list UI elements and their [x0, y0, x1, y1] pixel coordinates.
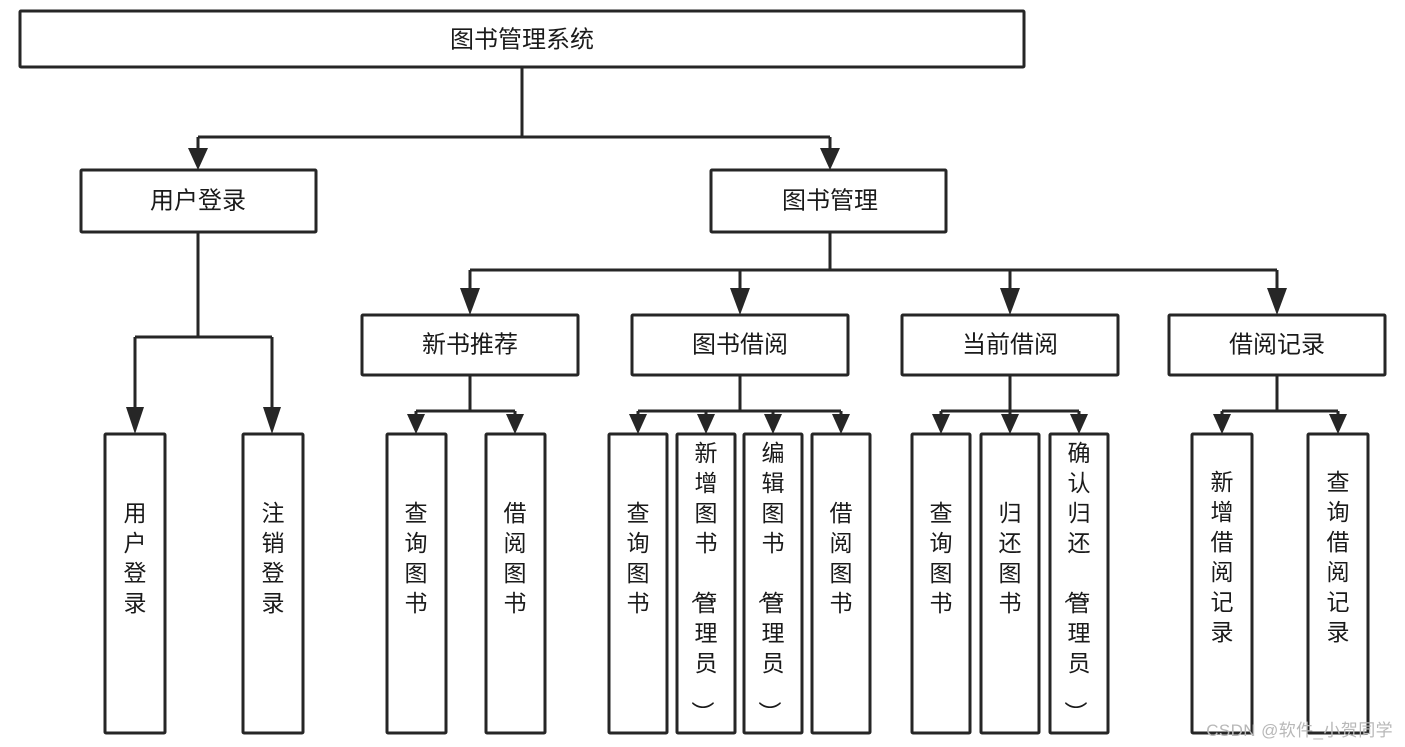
node-leaf-borrow-book-2-box[interactable]	[810, 432, 872, 735]
node-leaf-query-book-1-box[interactable]	[385, 432, 448, 735]
node-new-book-rec[interactable]: 新书推荐	[360, 313, 580, 377]
node-book-borrow-label: 图书借阅	[692, 331, 788, 358]
node-current-borrow-label: 当前借阅	[962, 331, 1058, 358]
node-leaf-edit-book[interactable]: 编辑图书（管理员）	[742, 432, 804, 735]
node-leaf-return-book-box[interactable]	[979, 432, 1041, 735]
node-root[interactable]: 图书管理系统	[18, 9, 1026, 69]
node-leaf-edit-book-label: 编辑图书（管理员）	[757, 440, 785, 724]
arrow-head-leaf-user-login	[126, 407, 144, 434]
node-leaf-add-record-box[interactable]	[1190, 432, 1254, 735]
arrow-head-leaf-query-record	[1329, 414, 1347, 434]
node-leaf-query-record[interactable]: 查询借阅记录	[1306, 432, 1370, 735]
node-user-login[interactable]: 用户登录	[79, 168, 318, 234]
node-new-book-rec-label: 新书推荐	[422, 331, 518, 358]
node-leaf-query-record-box[interactable]	[1306, 432, 1370, 735]
node-leaf-query-book-2-box[interactable]	[607, 432, 669, 735]
node-book-manage-box[interactable]	[709, 168, 948, 234]
node-current-borrow-box[interactable]	[900, 313, 1120, 377]
arrow-head-new-book-rec	[460, 288, 480, 315]
node-book-manage[interactable]: 图书管理	[709, 168, 948, 234]
node-leaf-query-book-3-box[interactable]	[910, 432, 972, 735]
node-leaf-add-book-box[interactable]	[675, 432, 737, 735]
node-leaf-logout-label: 注销登录	[262, 500, 285, 616]
node-leaf-query-book-3-label: 查询图书	[930, 500, 953, 616]
node-leaf-return-book-label: 归还图书	[999, 500, 1022, 616]
node-leaf-query-book-1[interactable]: 查询图书	[385, 432, 448, 735]
arrow-head-leaf-add-book	[697, 414, 715, 434]
node-leaf-borrow-book-2-label: 借阅图书	[830, 500, 853, 616]
arrow-head-book-manage	[820, 148, 840, 170]
node-root-label: 图书管理系统	[450, 26, 594, 53]
node-leaf-borrow-book-1[interactable]: 借阅图书	[484, 432, 547, 735]
node-leaf-borrow-book-1-box[interactable]	[484, 432, 547, 735]
node-leaf-add-record[interactable]: 新增借阅记录	[1190, 432, 1254, 735]
node-leaf-confirm-return-box[interactable]	[1048, 432, 1110, 735]
arrow-head-leaf-borrow-book-1	[506, 414, 524, 434]
arrow-head-leaf-add-record	[1213, 414, 1231, 434]
node-leaf-edit-book-box[interactable]	[742, 432, 804, 735]
arrow-head-current-borrow	[1000, 288, 1020, 315]
arrow-head-leaf-query-book-1	[407, 414, 425, 434]
node-leaf-return-book[interactable]: 归还图书	[979, 432, 1041, 735]
node-new-book-rec-box[interactable]	[360, 313, 580, 377]
node-book-borrow[interactable]: 图书借阅	[630, 313, 850, 377]
node-leaf-user-login[interactable]: 用户登录	[103, 432, 167, 735]
arrow-head-leaf-borrow-book-2	[832, 414, 850, 434]
node-book-borrow-box[interactable]	[630, 313, 850, 377]
node-leaf-query-book-3[interactable]: 查询图书	[910, 432, 972, 735]
node-leaf-borrow-book-1-label: 借阅图书	[504, 500, 527, 616]
arrow-head-leaf-query-book-2	[629, 414, 647, 434]
arrow-head-leaf-query-book-3	[932, 414, 950, 434]
node-leaf-query-book-1-label: 查询图书	[405, 500, 428, 616]
arrow-head-leaf-logout	[263, 407, 281, 434]
node-book-manage-label: 图书管理	[782, 187, 878, 214]
node-borrow-record[interactable]: 借阅记录	[1167, 313, 1387, 377]
arrow-head-leaf-confirm-return	[1070, 414, 1088, 434]
node-leaf-user-login-label: 用户登录	[124, 500, 147, 616]
node-leaf-confirm-return-label: 确认归还（管理员）	[1063, 440, 1091, 724]
node-borrow-record-box[interactable]	[1167, 313, 1387, 377]
node-leaf-user-login-box[interactable]	[103, 432, 167, 735]
arrow-head-leaf-return-book	[1001, 414, 1019, 434]
arrow-head-book-borrow	[730, 288, 750, 315]
node-leaf-add-record-label: 新增借阅记录	[1211, 469, 1234, 645]
node-leaf-query-book-2-label: 查询图书	[627, 500, 650, 616]
node-leaf-borrow-book-2[interactable]: 借阅图书	[810, 432, 872, 735]
node-leaf-query-book-2[interactable]: 查询图书	[607, 432, 669, 735]
node-user-login-box[interactable]	[79, 168, 318, 234]
node-leaf-confirm-return[interactable]: 确认归还（管理员）	[1048, 432, 1110, 735]
connector-group	[126, 67, 1347, 434]
csdn-watermark: CSDN @软件_小贺同学	[1206, 721, 1393, 740]
node-leaf-logout-box[interactable]	[241, 432, 305, 735]
node-current-borrow[interactable]: 当前借阅	[900, 313, 1120, 377]
node-leaf-query-record-label: 查询借阅记录	[1327, 469, 1350, 645]
arrow-head-user-login	[188, 148, 208, 170]
node-leaf-add-book[interactable]: 新增图书（管理员）	[675, 432, 737, 735]
node-leaf-add-book-label: 新增图书（管理员）	[690, 440, 718, 724]
node-root-box[interactable]	[18, 9, 1026, 69]
node-borrow-record-label: 借阅记录	[1229, 331, 1325, 358]
arrow-head-leaf-edit-book	[764, 414, 782, 434]
node-user-login-label: 用户登录	[150, 187, 246, 214]
node-leaf-logout[interactable]: 注销登录	[241, 432, 305, 735]
arrow-head-borrow-record	[1267, 288, 1287, 315]
